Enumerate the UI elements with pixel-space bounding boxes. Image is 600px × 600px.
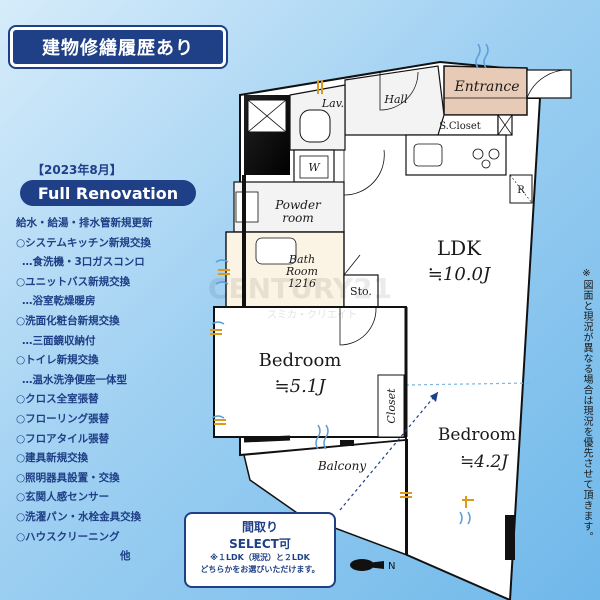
watermark-logo: CENTURY21 (208, 272, 392, 305)
hall-label: Hall (383, 93, 408, 106)
renovation-item: ○照明器具設置・交換 (16, 471, 120, 484)
renovation-item: 給水・給湯・排水管新規更新 (16, 217, 153, 229)
toilet-icon (299, 109, 331, 143)
select-line-2: SELECT可 (229, 537, 291, 551)
renovation-item: ○システムキッチン新規交換 (16, 236, 151, 249)
select-line-1: 間取り (241, 520, 278, 534)
layout-select-box: 間取り SELECT可 ※１LDK（現況）と２LDK どちらかをお選びいただけま… (184, 512, 336, 588)
lav-label: Lav. (321, 97, 344, 110)
washer-label: W (308, 161, 321, 174)
sto-label: Sto. (350, 285, 372, 298)
compass-icon: N (350, 559, 395, 572)
renovation-item: ○ハウスクリーニング (16, 530, 120, 543)
renovation-item: ○フローリング張替 (16, 412, 110, 425)
renovation-item: …浴室乾燥暖房 (22, 295, 96, 308)
ldk-label: LDK (437, 236, 482, 260)
bedroom-1-area (213, 306, 407, 438)
renovation-date: 【2023年8月】 (32, 163, 122, 177)
arrow-line (339, 391, 439, 511)
renovation-pill: Full Renovation (20, 180, 196, 206)
vent-icons (211, 43, 489, 525)
renovation-item: ○洗面化粧台新規交換 (16, 314, 120, 327)
renovation-item: …食洗機・3口ガスコンロ (22, 256, 145, 269)
balcony-label: Balcony (317, 459, 366, 473)
entrance-area (443, 65, 528, 116)
entrance-label: Entrance (453, 79, 519, 95)
disclaimer-note: ※図面と現況が異なる場合は現況を優先させて頂きます。 (581, 268, 592, 542)
watermark-subtitle: スミカ・クリエイト (267, 309, 357, 321)
s-closet-label: S.Closet (439, 121, 481, 132)
bedroom-2-area-value: ≒4.2J (460, 452, 509, 472)
bedroom-1-area-value: ≒5.1J (275, 376, 328, 397)
renovation-item: …温水洗浄便座一体型 (22, 373, 127, 386)
arrow-head-icon (430, 392, 438, 402)
renovation-item: ○玄関人感センサー (16, 491, 110, 504)
sink-icon (413, 143, 443, 167)
renovation-list: 給水・給湯・排水管新規更新 ○システムキッチン新規交換 …食洗機・3口ガスコンロ ○ユ… (16, 214, 226, 567)
bath-label-1: Bath (288, 253, 315, 266)
title-text: 建物修繕履歴あり (42, 38, 194, 59)
select-line-3: ※１LDK（現況）と２LDK (210, 553, 310, 562)
renovation-item: ○クロス全室張替 (16, 393, 99, 406)
renovation-item: ○ユニットバス新規交換 (16, 275, 131, 288)
powder-label-1: Powder (274, 198, 322, 212)
bathtub-icon (255, 237, 297, 265)
stove-icon (472, 148, 484, 160)
renovation-item: ○フロアタイル張替 (16, 432, 110, 445)
vanity-icon (235, 191, 259, 223)
bath-label-3: 1216 (288, 277, 316, 290)
select-line-4: どちらかをお選びいただけます。 (200, 565, 320, 574)
storage-area (343, 274, 379, 308)
renovation-label: Full Renovation (37, 183, 179, 203)
fridge-label: R (517, 185, 525, 196)
ldk-area: ≒10.0J (428, 264, 492, 285)
renovation-item: ○洗濯パン・水栓金具交換 (16, 510, 142, 523)
powder-label-2: room (282, 211, 314, 225)
bedroom-1-label: Bedroom (259, 350, 342, 371)
closet-label: Closet (385, 388, 398, 424)
renovation-item: ○建具新規交換 (16, 452, 89, 465)
closet-area (377, 374, 405, 438)
title-badge: 建物修繕履歴あり (10, 27, 226, 67)
front-door (526, 69, 572, 99)
window-markers (210, 80, 474, 508)
bath-label-2: Room (285, 265, 318, 278)
renovation-item: …三面鏡収納付 (22, 334, 96, 347)
bedroom-2-label: Bedroom (438, 425, 516, 445)
renovation-item: ○トイレ新規交換 (16, 354, 99, 367)
compass-north-label: N (388, 561, 395, 572)
balcony-area (243, 439, 408, 557)
renovation-item: 他 (120, 550, 131, 563)
